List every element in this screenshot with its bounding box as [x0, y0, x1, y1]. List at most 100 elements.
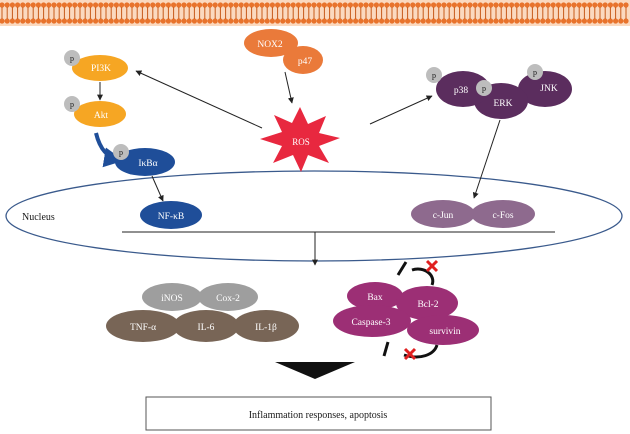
lipid-head	[25, 2, 31, 8]
label-inos: iNOS	[161, 294, 183, 304]
node-survivin	[407, 315, 479, 345]
lipid-head	[420, 2, 426, 8]
lipid-head	[472, 18, 478, 24]
lipid-head	[358, 18, 364, 24]
lipid-head	[623, 18, 629, 24]
lipid-head	[285, 2, 291, 8]
lipid-head	[243, 18, 249, 24]
lipid-head	[467, 2, 473, 8]
lipid-head	[368, 2, 374, 8]
lipid-head	[176, 2, 182, 8]
phospho-pi3k	[64, 50, 80, 66]
lipid-head	[67, 18, 73, 24]
lipid-head	[535, 18, 541, 24]
lipid-head	[61, 2, 67, 8]
lipid-head	[4, 18, 10, 24]
lipid-head	[394, 2, 400, 8]
lipid-head	[514, 18, 520, 24]
lipid-head	[119, 2, 125, 8]
node-bcl2	[396, 286, 458, 320]
lipid-head	[171, 2, 177, 8]
lipid-head	[0, 18, 5, 24]
phospho-akt-label: p	[70, 100, 74, 109]
lipid-head	[217, 2, 223, 8]
lipid-head	[373, 2, 379, 8]
lipid-head	[399, 2, 405, 8]
lipid-head	[342, 2, 348, 8]
lipid-head	[139, 2, 145, 8]
label-bcl2: Bcl-2	[417, 300, 438, 310]
lipid-head	[425, 18, 431, 24]
label-nox2: NOX2	[257, 40, 283, 50]
node-pi3k	[72, 55, 128, 81]
node-nfkb	[140, 201, 202, 229]
lipid-head	[607, 2, 614, 8]
lipid-head	[254, 18, 260, 24]
lipid-head	[197, 18, 203, 24]
phospho-ikba-label: p	[119, 148, 123, 157]
lipid-head	[35, 2, 42, 8]
lipid-head	[72, 2, 78, 8]
lipid-head	[228, 2, 234, 8]
lipid-head	[35, 18, 42, 24]
lipid-head	[576, 2, 582, 8]
lipid-head	[446, 2, 452, 8]
lipid-head	[535, 2, 541, 8]
lipid-head	[134, 18, 140, 24]
down-arrow-icon	[275, 362, 355, 379]
lipid-head	[207, 2, 213, 8]
lipid-head	[87, 2, 93, 8]
x-mark-icon	[403, 347, 417, 361]
label-akt: Akt	[94, 111, 109, 121]
lipid-head	[139, 18, 145, 24]
lipid-head	[337, 18, 343, 24]
lipid-head	[358, 2, 364, 8]
lipid-head	[379, 2, 385, 8]
lipid-head	[56, 2, 62, 8]
lipid-head	[295, 18, 301, 24]
lipid-head	[555, 2, 562, 8]
lipid-head	[571, 2, 577, 8]
label-p38: p38	[454, 86, 469, 96]
lipid-head	[108, 2, 114, 8]
node-cox2	[198, 283, 258, 311]
lipid-head	[93, 18, 99, 24]
lipid-head	[472, 2, 478, 8]
lipid-head	[280, 2, 286, 8]
lipid-head	[581, 2, 588, 8]
lipid-head	[613, 2, 619, 8]
lipid-head	[77, 2, 83, 8]
lipid-head	[275, 2, 281, 8]
label-cfos: c-Fos	[492, 211, 513, 221]
nucleus-label: Nucleus	[22, 212, 55, 223]
lipid-head	[87, 18, 93, 24]
lipid-head	[46, 2, 52, 8]
lipid-head	[259, 2, 265, 8]
lipid-head	[155, 2, 161, 8]
lipid-head	[207, 18, 213, 24]
lipid-head	[503, 2, 509, 8]
lipid-head	[425, 2, 431, 8]
label-pi3k: PI3K	[91, 64, 111, 74]
lipid-head	[98, 2, 104, 8]
lipid-head	[301, 18, 307, 24]
lipid-head	[321, 18, 327, 24]
label-p47: p47	[298, 57, 313, 67]
lipid-head	[249, 2, 255, 8]
lipid-head	[243, 2, 249, 8]
lipid-head	[150, 2, 156, 8]
lipid-head	[581, 18, 588, 24]
lipid-head	[493, 2, 499, 8]
lipid-head	[160, 2, 166, 8]
lipid-head	[410, 18, 416, 24]
lipid-head	[269, 18, 275, 24]
arrow-ros-mapk	[369, 95, 433, 125]
lipid-head	[332, 2, 338, 8]
lipid-head	[519, 2, 525, 8]
lipid-head	[561, 18, 567, 24]
arrow-mapk-ap1	[472, 119, 501, 199]
lipid-head	[451, 2, 457, 8]
lipid-head	[540, 18, 546, 24]
lipid-head	[41, 2, 47, 8]
lipid-head	[347, 2, 353, 8]
